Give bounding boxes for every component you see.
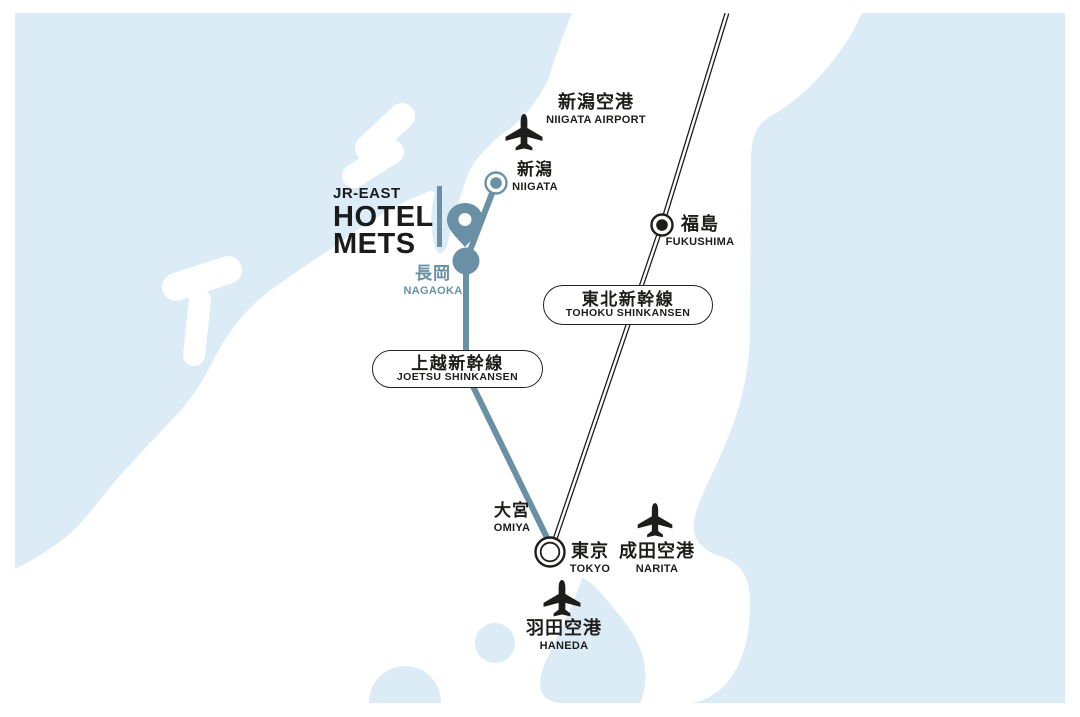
- station-label-omiya: 大宮 OMIYA: [493, 501, 531, 534]
- logo-hotel: HOTEL: [333, 201, 434, 233]
- fukushima-station-jp: 福島: [680, 214, 719, 234]
- logo-brand: JR-EAST: [333, 185, 401, 202]
- tokyo-station-jp: 東京: [570, 541, 609, 561]
- rail-line-badge-joetsu: 上越新幹線 JOETSU SHINKANSEN: [372, 350, 543, 388]
- fukushima-station-en: FUKUSHIMA: [665, 235, 735, 248]
- islet-tail: [183, 289, 211, 366]
- sea-west: [15, 13, 572, 569]
- joetsu-line-name-jp: 上越新幹線: [411, 353, 504, 373]
- sagami-bay: [369, 666, 441, 703]
- station-marker-niigata: [484, 171, 508, 195]
- joetsu-line-name-en: JOETSU SHINKANSEN: [396, 370, 519, 383]
- narita-airport-jp: 成田空港: [619, 541, 695, 561]
- tohoku-line-name-en: TOHOKU SHINKANSEN: [565, 306, 691, 319]
- station-label-fukushima: 福島 FUKUSHIMA: [665, 214, 735, 248]
- hotel-mets-logo: JR-EAST HOTEL METS: [333, 186, 434, 258]
- sado-island-lower: [342, 140, 404, 188]
- bay-cove: [475, 623, 515, 663]
- station-label-niigata: 新潟 NIIGATA: [512, 160, 558, 193]
- niigata-airport-en: NIIGATA AIRPORT: [546, 113, 646, 126]
- haneda-airport-en: HANEDA: [539, 639, 589, 652]
- islet-upper: [162, 256, 242, 301]
- station-label-tokyo: 東京 TOKYO: [569, 541, 611, 575]
- islands: [162, 103, 415, 366]
- sado-island-upper: [355, 103, 415, 161]
- station-marker-tokyo: [534, 536, 566, 568]
- tohoku-line-name-jp: 東北新幹線: [581, 289, 675, 309]
- station-marker-fukushima: [650, 213, 674, 237]
- station-marker-nagaoka: [452, 247, 480, 275]
- rail-line-badge-tohoku: 東北新幹線 TOHOKU SHINKANSEN: [543, 285, 713, 325]
- logo-mets: METS: [333, 227, 416, 260]
- nagaoka-station-jp: 長岡: [415, 264, 451, 283]
- airport-label-niigata: 新潟空港 NIIGATA AIRPORT: [546, 92, 646, 126]
- niigata-station-jp: 新潟: [517, 160, 553, 179]
- nagaoka-station-en: NAGAOKA: [403, 284, 463, 297]
- omiya-station-jp: 大宮: [493, 501, 530, 520]
- haneda-airport-jp: 羽田空港: [526, 618, 602, 638]
- narita-airport-en: NARITA: [635, 562, 679, 575]
- sea-east: [690, 13, 1065, 703]
- omiya-station-en: OMIYA: [493, 521, 531, 534]
- niigata-airport-jp: 新潟空港: [557, 92, 634, 112]
- station-label-nagaoka: 長岡 NAGAOKA: [403, 264, 463, 297]
- tokyo-station-en: TOKYO: [569, 562, 611, 575]
- tokyo-bay: [540, 578, 646, 703]
- niigata-station-en: NIIGATA: [512, 180, 558, 193]
- location-pin-icon: [447, 203, 483, 247]
- airport-label-narita: 成田空港 NARITA: [619, 541, 695, 575]
- logo-divider-bar: [437, 186, 442, 247]
- airport-label-haneda: 羽田空港 HANEDA: [526, 618, 602, 652]
